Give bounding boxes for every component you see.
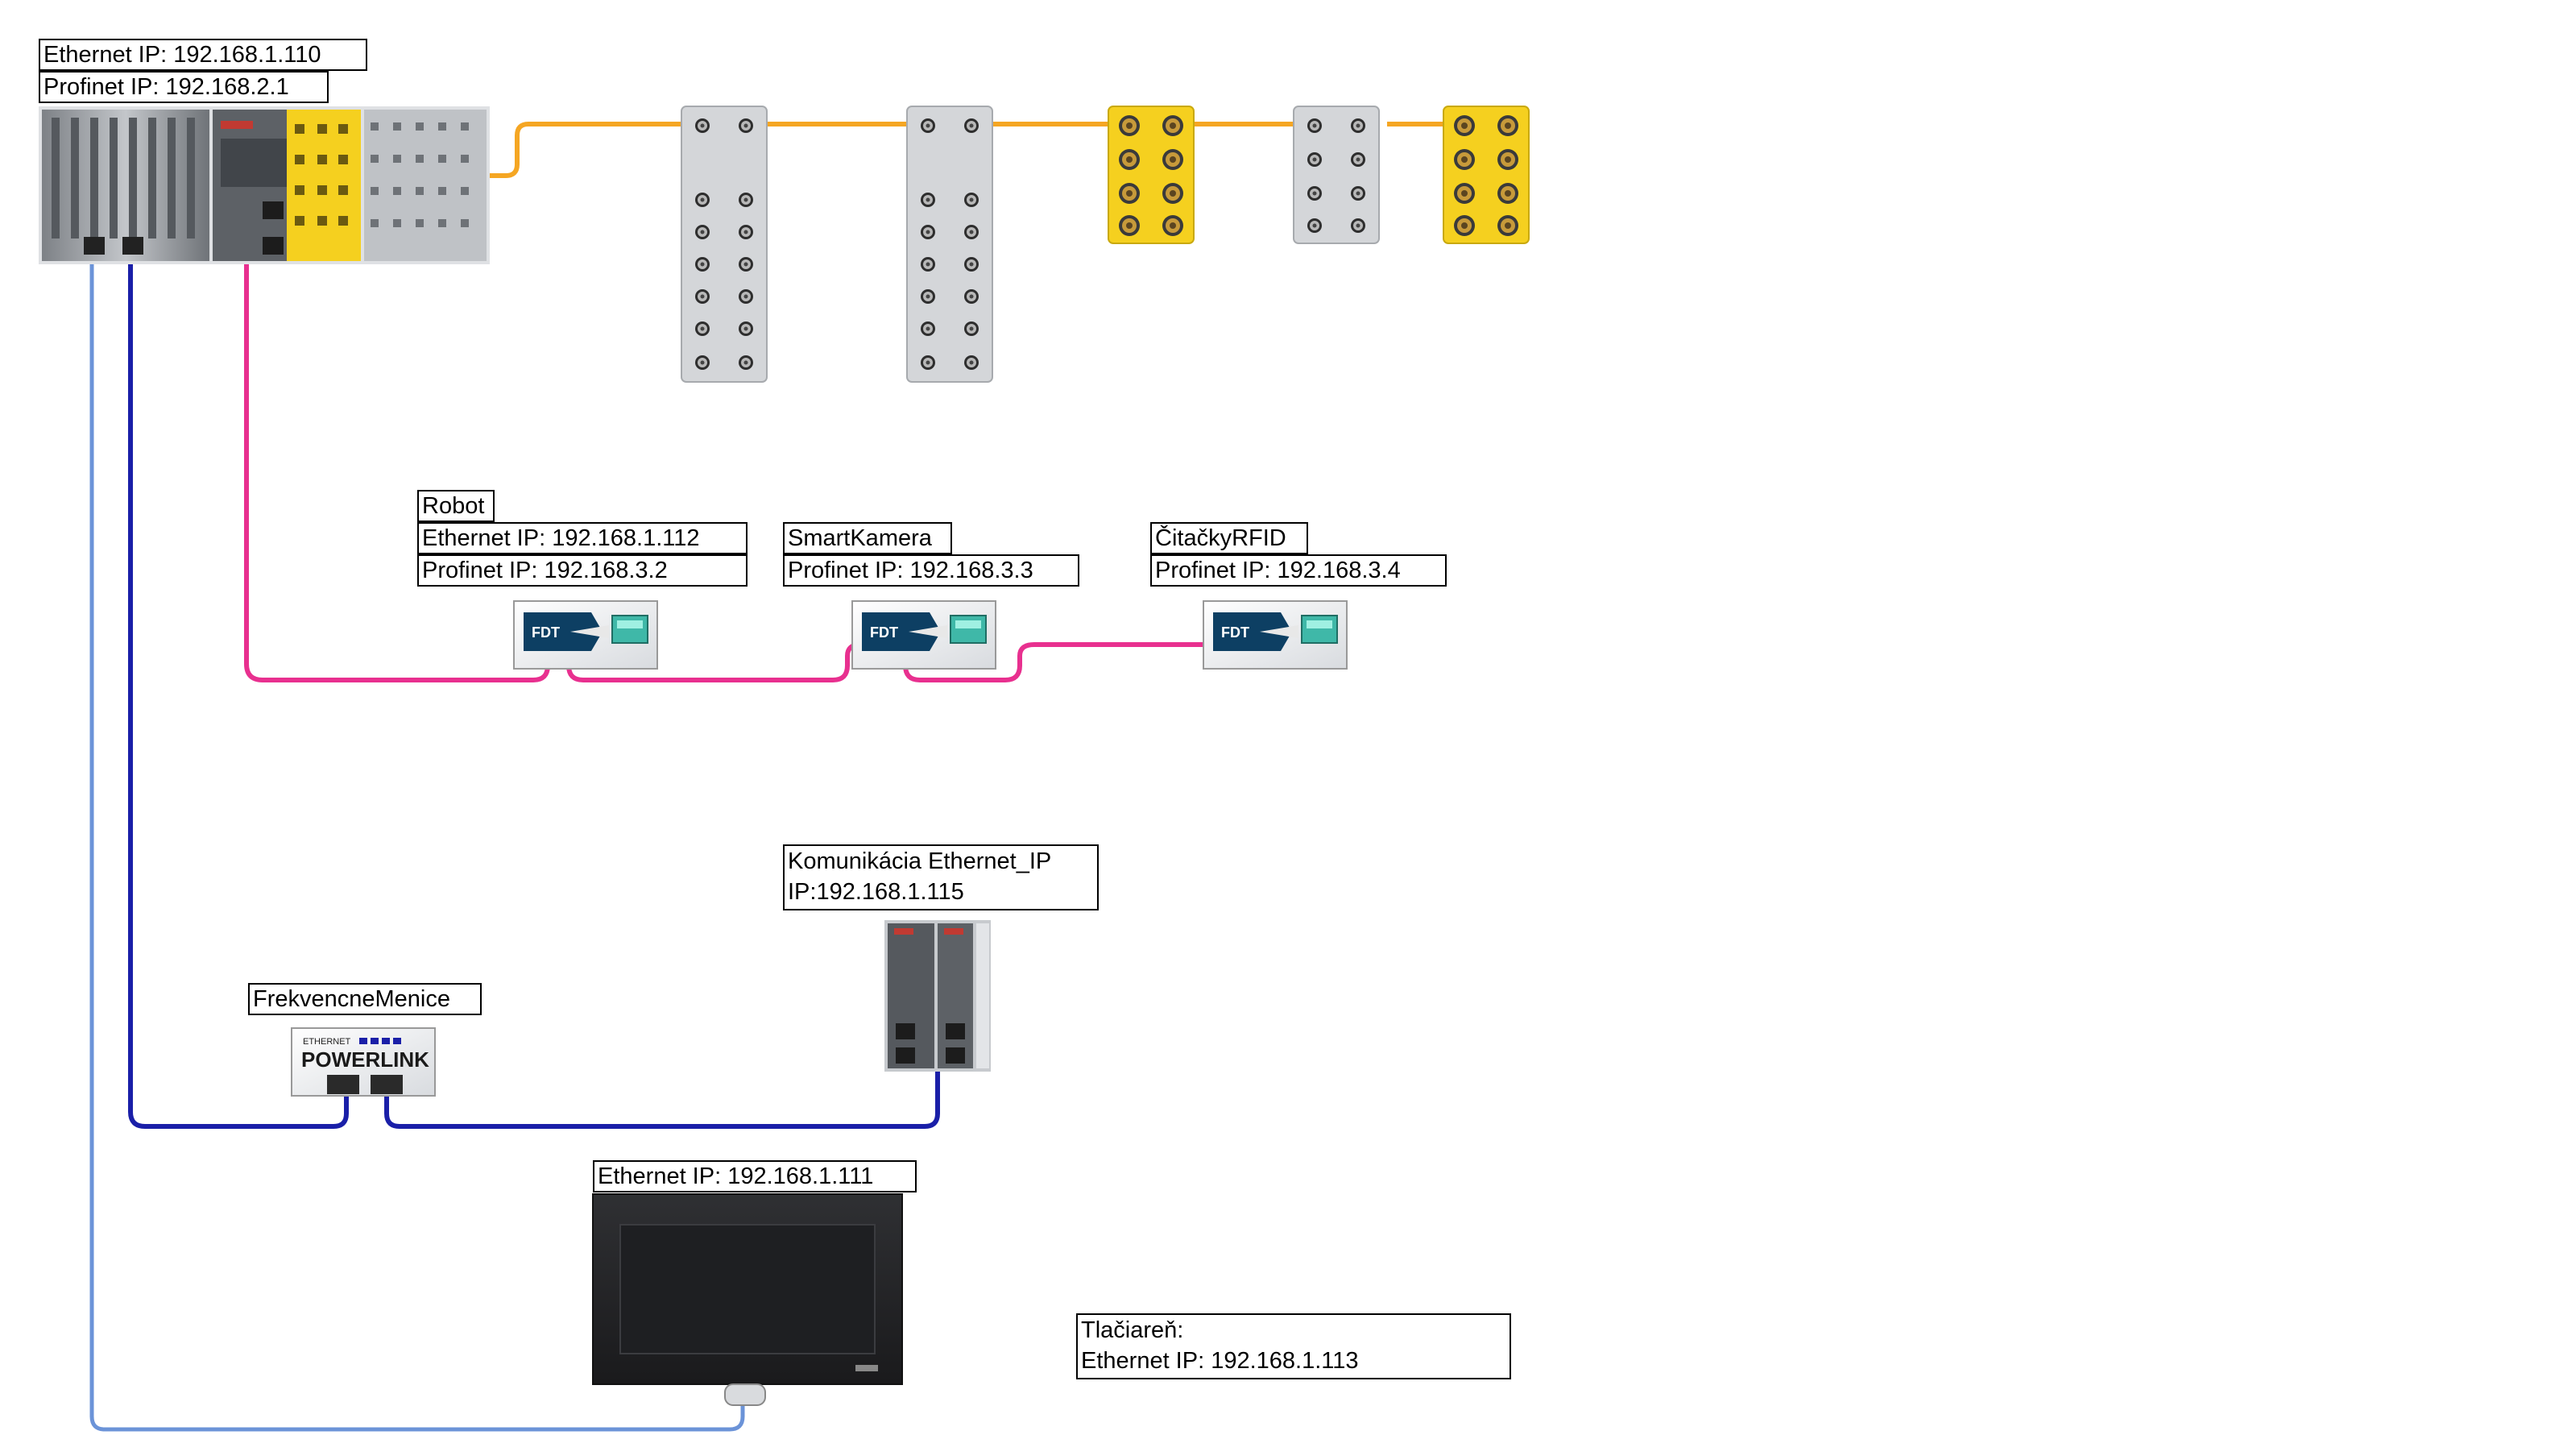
safety-io-module-1: [1108, 106, 1195, 244]
smartcamera-profinet-ip-label: Profinet IP: 192.168.3.3: [783, 554, 1079, 587]
powerlink-logo: POWERLINK: [301, 1047, 429, 1072]
robot-name-label: Robot: [417, 490, 495, 522]
io-module-1: [681, 106, 768, 383]
plc-power-module: [42, 110, 209, 261]
powerlink-logo-top: ETHERNET: [303, 1037, 351, 1047]
powerlink-converter: ETHERNET POWERLINK: [291, 1027, 436, 1097]
plc-profinet-port: [263, 237, 284, 255]
printer-ethernet-ip: Ethernet IP: 192.168.1.113: [1081, 1348, 1359, 1374]
robot-profinet-ip-label: Profinet IP: 192.168.3.2: [417, 554, 748, 587]
ethernet-ip-module-label: Komunikácia Ethernet_IP IP:192.168.1.115: [783, 844, 1099, 910]
io-module-2: [906, 106, 993, 383]
fdt-logo: FDT: [532, 624, 560, 641]
rfid-name-label: ČitačkyRFID: [1150, 522, 1308, 554]
profinet-cable: [244, 256, 1239, 682]
hmi-screen: [619, 1224, 876, 1354]
smartcamera-name-label: SmartKamera: [783, 522, 952, 554]
plc-ethernet-port: [84, 237, 105, 255]
frequency-converters-label: FrekvencneMenice: [248, 983, 482, 1015]
printer-name: Tlačiareň:: [1081, 1317, 1184, 1343]
fdt-logo: FDT: [870, 624, 898, 641]
plc-controller: [39, 106, 490, 264]
ethernet-cable: [89, 251, 745, 1432]
printer-label: Tlačiareň: Ethernet IP: 192.168.1.113: [1076, 1313, 1511, 1379]
io-module-3: [1293, 106, 1380, 244]
plc-ethernet-ip-label: Ethernet IP: 192.168.1.110: [39, 39, 367, 71]
hmi-ethernet-ip-label: Ethernet IP: 192.168.1.111: [593, 1160, 917, 1192]
robot-ethernet-ip-label: Ethernet IP: 192.168.1.112: [417, 522, 748, 554]
ethernet-ip-module-ip: IP:192.168.1.115: [788, 879, 964, 905]
safety-io-module-2: [1443, 106, 1530, 244]
hmi-connector: [724, 1383, 766, 1406]
smartcamera-fdt-gateway: FDT: [851, 600, 996, 670]
fdt-logo: FDT: [1221, 624, 1249, 641]
hmi-panel: [592, 1193, 903, 1406]
io-bus-cable: [490, 122, 1450, 178]
rfid-profinet-ip-label: Profinet IP: 192.168.3.4: [1150, 554, 1447, 587]
ethernet-ip-module: [884, 920, 991, 1072]
robot-fdt-gateway: FDT: [513, 600, 658, 670]
rfid-fdt-gateway: FDT: [1203, 600, 1348, 670]
plc-powerlink-port: [122, 237, 143, 255]
ethernet-ip-module-name: Komunikácia Ethernet_IP: [788, 848, 1052, 874]
plc-profinet-ip-label: Profinet IP: 192.168.2.1: [39, 71, 329, 103]
plc-io-modules: [364, 110, 487, 261]
